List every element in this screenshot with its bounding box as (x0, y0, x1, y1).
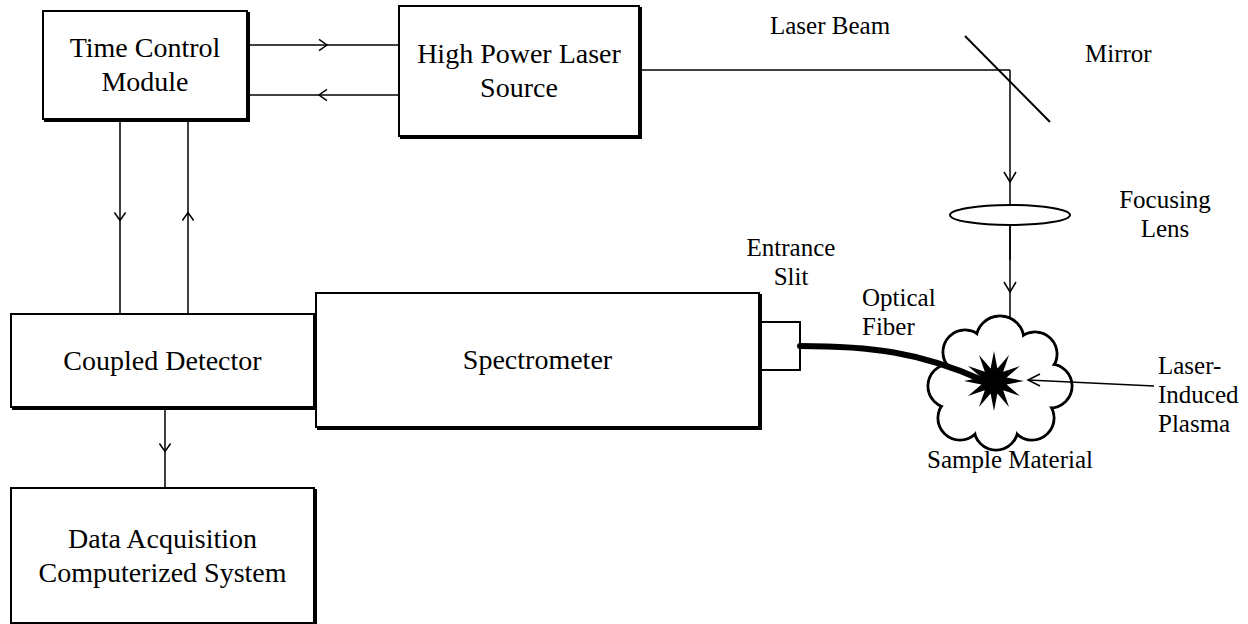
box-label: Spectrometer (463, 343, 612, 377)
part-label: Focusing Lens (1100, 186, 1230, 244)
laser-beam (1009, 225, 1011, 260)
box-label: Time Control Module (52, 31, 238, 98)
part-label: Mirror (1085, 40, 1205, 69)
part-label: Laser-Induced Plasma (1158, 352, 1244, 438)
leader-arrow (1028, 374, 1040, 386)
connector-line (164, 408, 166, 487)
arrow-head (319, 89, 327, 100)
part-label: Laser Beam (770, 12, 920, 41)
connector (248, 39, 398, 50)
optical-fiber (800, 346, 982, 380)
connector-line (248, 94, 398, 96)
arrow-head (182, 213, 193, 221)
connector-line (119, 120, 121, 313)
part-label: Entrance Slit (736, 234, 846, 292)
laser-beam (640, 69, 1010, 71)
connector (248, 89, 398, 100)
sample-cloud (928, 316, 1072, 450)
process-box: Time Control Module (42, 10, 248, 120)
focusing-lens (950, 205, 1070, 225)
connector (159, 408, 170, 487)
process-box: Coupled Detector (10, 313, 315, 408)
part-label: Sample Material (895, 446, 1125, 475)
part-label: Optical Fiber (862, 284, 948, 342)
entrance-slit (760, 322, 800, 370)
cloud-fill (956, 344, 1037, 425)
box-label: High Power Laser Source (408, 37, 630, 104)
beam-arrow (1004, 172, 1016, 182)
process-box: Data Acquisition Computerized System (10, 487, 315, 624)
connector-line (248, 44, 398, 46)
process-box: Spectrometer (315, 292, 760, 428)
mirror (965, 36, 1050, 122)
beam-arrow (1004, 282, 1016, 292)
arrow-head (319, 39, 327, 50)
box-label: Data Acquisition Computerized System (20, 522, 305, 589)
connector (182, 120, 193, 313)
process-box: High Power Laser Source (398, 5, 640, 137)
arrow-head (114, 213, 125, 221)
connector-line (187, 120, 189, 313)
arrow-head (159, 444, 170, 452)
plasma-burst (964, 351, 1024, 411)
leader-line (1028, 380, 1154, 386)
connector (114, 120, 125, 313)
box-label: Coupled Detector (63, 344, 261, 378)
